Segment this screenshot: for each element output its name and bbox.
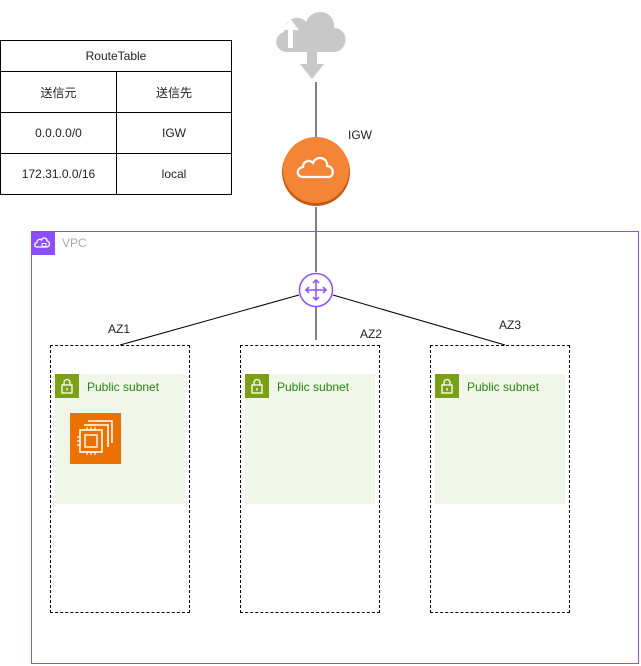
az3-label: AZ3 xyxy=(499,318,522,332)
igw-label: IGW xyxy=(348,128,372,142)
subnet-lock-icon xyxy=(55,374,79,398)
router-to-az3-line xyxy=(332,294,506,346)
az2-label: AZ2 xyxy=(360,327,383,341)
subnet-lock-icon xyxy=(435,374,459,398)
subnet-lock-icon xyxy=(245,374,269,398)
vpc-boundary xyxy=(31,231,639,664)
vpc-cloud-icon xyxy=(31,231,55,255)
route-table-cell: 172.31.0.0/16 xyxy=(0,153,117,195)
subnet-label: Public subnet xyxy=(467,380,540,394)
router-to-az1-line xyxy=(119,294,300,346)
subnet-label: Public subnet xyxy=(87,380,160,394)
route-table: RouteTable 送信元 送信先 0.0.0.0/0 IGW 172.31.… xyxy=(0,40,232,195)
subnet-label: Public subnet xyxy=(277,380,350,394)
route-table-header-destination: 送信先 xyxy=(116,71,232,113)
route-table-cell: local xyxy=(116,153,232,195)
route-table-cell: IGW xyxy=(116,112,232,154)
route-table-header-source: 送信元 xyxy=(0,71,117,113)
route-table-cell: 0.0.0.0/0 xyxy=(0,112,117,154)
internet-gateway-icon xyxy=(282,137,350,206)
router-icon xyxy=(298,272,334,308)
ec2-instance-icon xyxy=(70,413,121,464)
vpc-label: VPC xyxy=(62,236,87,250)
az2-public-subnet: Public subnet xyxy=(245,374,375,504)
az3-container xyxy=(430,345,570,613)
az1-label: AZ1 xyxy=(108,322,131,336)
route-table-title: RouteTable xyxy=(0,40,232,72)
az2-container xyxy=(240,345,380,613)
az3-public-subnet: Public subnet xyxy=(435,374,565,504)
az1-container xyxy=(50,345,190,613)
internet-cloud-icon xyxy=(276,11,346,79)
